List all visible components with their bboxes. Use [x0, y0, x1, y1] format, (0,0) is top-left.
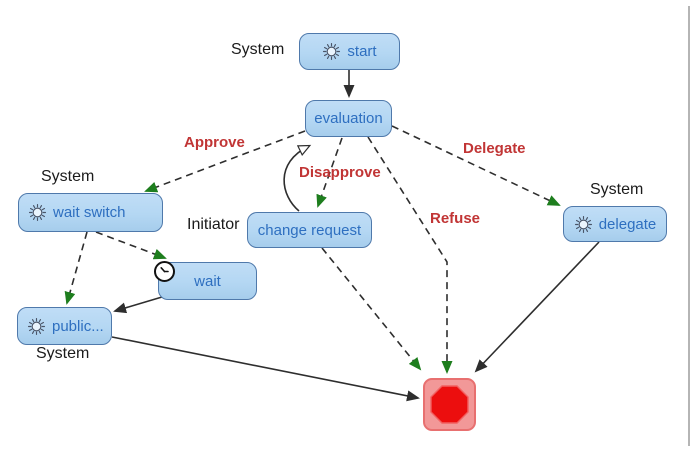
node-start-label: start [347, 43, 377, 60]
node-public[interactable]: public... [17, 307, 112, 345]
edge-wait-to-public [113, 296, 163, 314]
gear-icon [27, 317, 46, 336]
edge-label-delegate: Delegate [463, 140, 526, 157]
node-wait-switch-label: wait switch [53, 204, 126, 221]
lane-label-initiator: Initiator [187, 216, 240, 233]
edge-label-refuse: Refuse [430, 210, 481, 227]
page-edge-line [688, 6, 690, 446]
lane-label-system-wait-switch: System [41, 168, 95, 185]
edge-wait-switch-to-wait [95, 231, 167, 260]
edge-public-to-stop [111, 336, 420, 402]
node-delegate[interactable]: delegate [563, 206, 667, 242]
node-wait-label: wait [194, 272, 221, 290]
node-wait[interactable]: wait [154, 261, 257, 300]
gear-icon [28, 203, 47, 222]
node-stop[interactable] [423, 378, 476, 431]
edge-refuse [367, 136, 453, 374]
node-wait-switch[interactable]: wait switch [18, 193, 163, 232]
edge-wait-switch-to-public [64, 231, 88, 305]
gear-icon [574, 215, 593, 234]
node-delegate-label: delegate [598, 215, 657, 233]
edge-delegate [391, 125, 561, 206]
edge-disapprove [316, 137, 343, 208]
edge-label-disapprove: Disapprove [299, 164, 381, 181]
stop-octagon-icon [430, 385, 469, 424]
lane-label-system-public: System [36, 345, 90, 362]
node-evaluation-label: evaluation [314, 110, 383, 127]
edge-approve [144, 130, 306, 193]
clock-icon [154, 261, 175, 282]
edge-change-request-to-evaluation [283, 144, 312, 212]
node-change-request[interactable]: change request [247, 212, 372, 248]
lane-label-system-start: System [231, 41, 285, 58]
lane-label-system-delegate: System [590, 181, 644, 198]
node-public-label: public... [52, 317, 104, 335]
edge-label-approve: Approve [184, 134, 245, 151]
node-evaluation[interactable]: evaluation [305, 100, 392, 137]
edge-delegate-to-stop [474, 241, 600, 373]
gear-icon [322, 42, 341, 61]
edge-change-request-to-stop [321, 247, 422, 371]
node-start[interactable]: start [299, 33, 400, 70]
node-change-request-label: change request [257, 221, 362, 239]
